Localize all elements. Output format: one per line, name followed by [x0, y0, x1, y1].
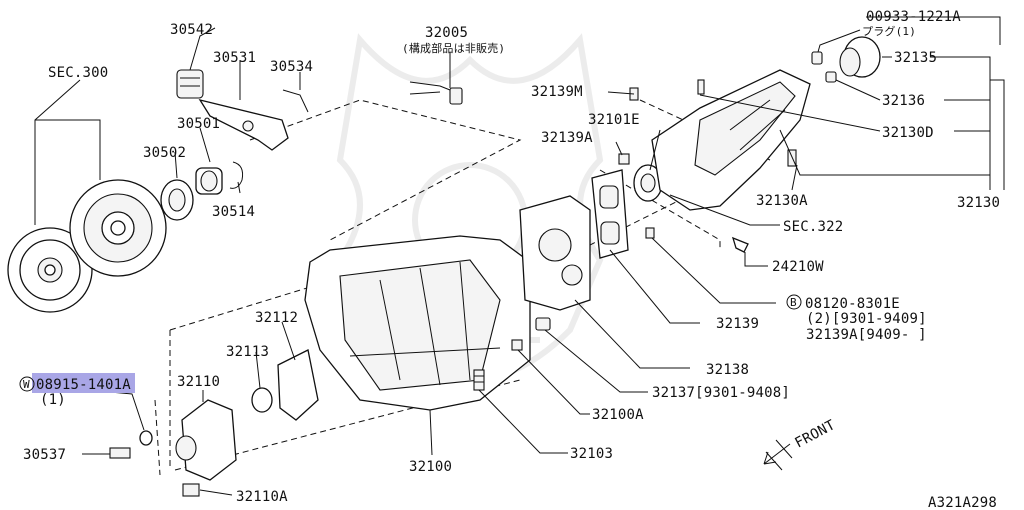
label-32101E[interactable]: 32101E	[588, 112, 640, 128]
label-32135[interactable]: 32135	[894, 50, 937, 66]
label-32103[interactable]: 32103	[570, 446, 613, 462]
label-32100A[interactable]: 32100A	[592, 407, 644, 423]
extension-housing-plug-part	[811, 36, 881, 83]
label-32137[interactable]: 32137[9301-9408]	[652, 385, 790, 401]
label-32130A[interactable]: 32130A	[756, 193, 808, 209]
rear-extension-part	[651, 69, 811, 211]
label-00933[interactable]: 00933-1221A	[866, 9, 961, 25]
label-32136[interactable]: 32136	[882, 93, 925, 109]
bolt-symbol-letter: B	[790, 296, 797, 309]
label-08120[interactable]: 08120-8301E	[805, 296, 900, 312]
withdrawal-lever-part	[198, 98, 289, 151]
boot-part	[176, 69, 204, 99]
front-direction-indicator: FRONT	[763, 417, 838, 471]
label-sec300[interactable]: SEC.300	[48, 65, 108, 81]
label-30502[interactable]: 30502	[143, 145, 186, 161]
label-32139M[interactable]: 32139M	[531, 84, 583, 100]
label-32138[interactable]: 32138	[706, 362, 749, 378]
harness-clip-part	[731, 236, 749, 253]
clip-part	[229, 161, 244, 189]
label-32005[interactable]: 32005	[425, 25, 468, 41]
leader-lines	[34, 16, 1005, 496]
bearing-sleeve-part	[195, 167, 223, 195]
label-08120-line2: (2)[9301-9409]	[806, 311, 927, 327]
front-cover-part	[175, 399, 237, 481]
label-32100[interactable]: 32100	[409, 459, 452, 475]
label-32112[interactable]: 32112	[255, 310, 298, 326]
label-08120-line3: 32139A[9409- ]	[806, 327, 927, 343]
label-30501[interactable]: 30501	[177, 116, 220, 132]
sensor-part	[409, 81, 463, 105]
label-32130[interactable]: 32130	[957, 195, 1000, 211]
label-32139A[interactable]: 32139A	[541, 130, 593, 146]
clutch-disc-part	[7, 227, 93, 313]
label-08915[interactable]: 08915-1401A	[36, 377, 131, 393]
transmission-case-part	[304, 235, 531, 411]
label-32110[interactable]: 32110	[177, 374, 220, 390]
release-bearing-part	[160, 179, 194, 221]
label-30514[interactable]: 30514	[212, 204, 255, 220]
label-30542[interactable]: 30542	[170, 22, 213, 38]
oil-seal-part	[633, 164, 663, 202]
clutch-cover-part	[69, 179, 167, 277]
part-labels: SEC.300 30542 30531 30534 30501 30502 30…	[19, 9, 1000, 505]
stud-bolt-part	[109, 447, 131, 459]
front-label: FRONT	[792, 417, 838, 452]
label-24210W[interactable]: 24210W	[772, 259, 824, 275]
washer-symbol-icon	[19, 376, 35, 392]
label-08915-qty: (1)	[40, 392, 66, 408]
label-30534[interactable]: 30534	[270, 59, 313, 75]
part-number-highlight	[32, 373, 135, 393]
washer-symbol-letter: W	[23, 378, 30, 391]
gasket-part	[591, 169, 629, 259]
retainer-spring-part	[282, 89, 309, 113]
diagram-id: A321A298	[928, 495, 997, 510]
label-sec322[interactable]: SEC.322	[783, 219, 843, 235]
front-gasket-part	[277, 349, 319, 421]
adapter-plate-part	[519, 195, 591, 311]
label-32139[interactable]: 32139	[716, 316, 759, 332]
label-32130D[interactable]: 32130D	[882, 125, 934, 141]
washer-part	[139, 430, 153, 446]
o-ring-part	[251, 387, 273, 413]
label-32005-note: (構成部品は非販売)	[402, 41, 505, 55]
cover-bolt-part	[182, 483, 200, 497]
label-00933-note: プラグ(1)	[862, 24, 916, 38]
label-32110A[interactable]: 32110A	[236, 489, 288, 505]
label-30531[interactable]: 30531	[213, 50, 256, 66]
bolt-symbol-icon	[786, 294, 802, 310]
label-32113[interactable]: 32113	[226, 344, 269, 360]
label-30537[interactable]: 30537	[23, 447, 66, 463]
